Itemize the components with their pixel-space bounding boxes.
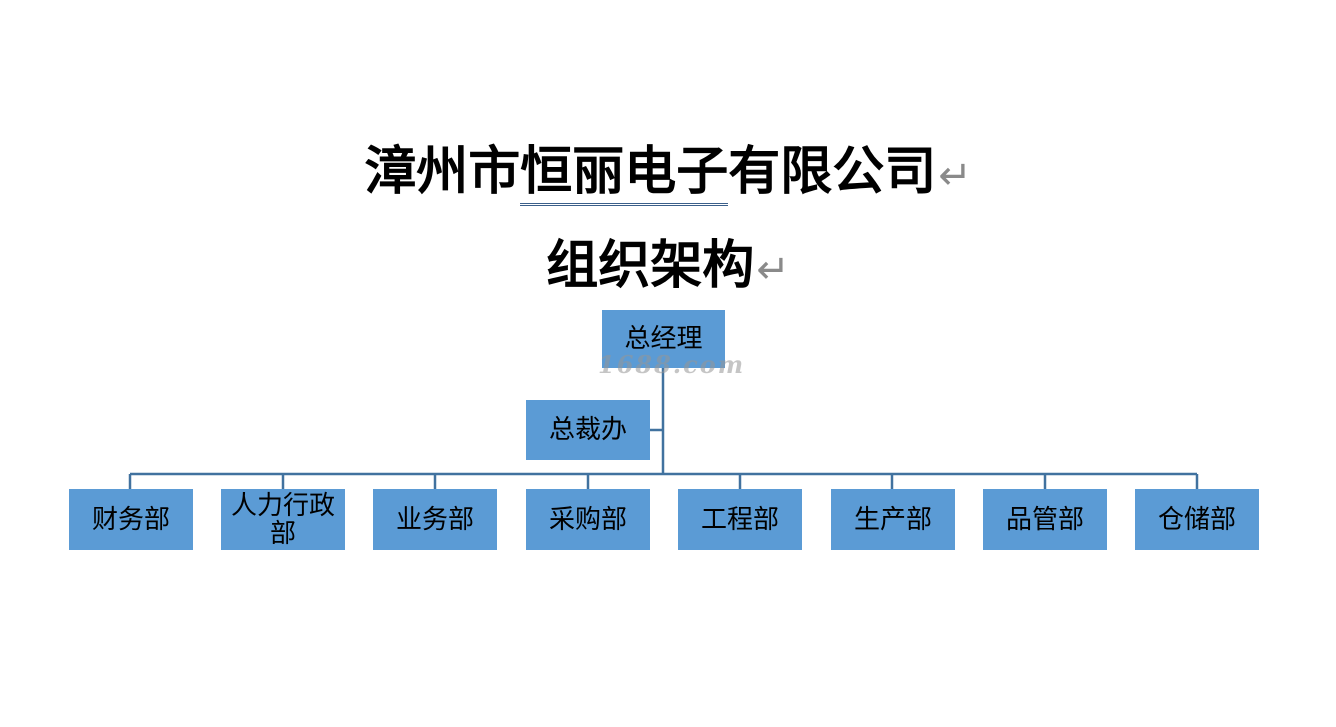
department-label: 财务部 — [91, 504, 170, 535]
department-label: 仓储部 — [1157, 504, 1236, 535]
department-label: 采购部 — [548, 504, 627, 535]
department-label: 业务部 — [395, 504, 474, 535]
department-node-engineering: 工程部 — [678, 489, 802, 550]
department-label: 工程部 — [700, 504, 779, 535]
department-label: 生产部 — [853, 504, 932, 535]
department-node-business: 业务部 — [373, 489, 497, 550]
department-node-warehouse: 仓储部 — [1135, 489, 1259, 550]
department-node-hr-admin: 人力行政部 — [221, 489, 345, 550]
title-underlined: 恒丽电子 — [520, 142, 729, 206]
watermark-logo: 1688.com — [598, 350, 746, 379]
paragraph-mark-icon: ↵ — [938, 153, 972, 199]
document-title: 漳州市恒丽电子有限公司↵ — [0, 140, 1336, 208]
department-label: 人力行政部 — [230, 490, 335, 549]
root-node-label: 总经理 — [624, 324, 703, 354]
subtitle-text: 组织架构 — [546, 236, 755, 296]
department-label: 品管部 — [1005, 504, 1084, 535]
root-node-general-manager: 总经理 — [602, 310, 725, 368]
assistant-node-president-office: 总裁办 — [526, 400, 650, 460]
title-prefix: 漳州市 — [364, 142, 521, 202]
paragraph-mark-icon: ↵ — [756, 247, 790, 293]
department-node-production: 生产部 — [831, 489, 955, 550]
department-node-purchasing: 采购部 — [526, 489, 650, 550]
department-node-finance: 财务部 — [69, 489, 193, 550]
department-node-quality: 品管部 — [983, 489, 1107, 550]
document-subtitle: 组织架构↵ — [0, 234, 1336, 302]
assistant-node-label: 总裁办 — [548, 415, 627, 445]
title-suffix: 有限公司 — [728, 142, 937, 202]
